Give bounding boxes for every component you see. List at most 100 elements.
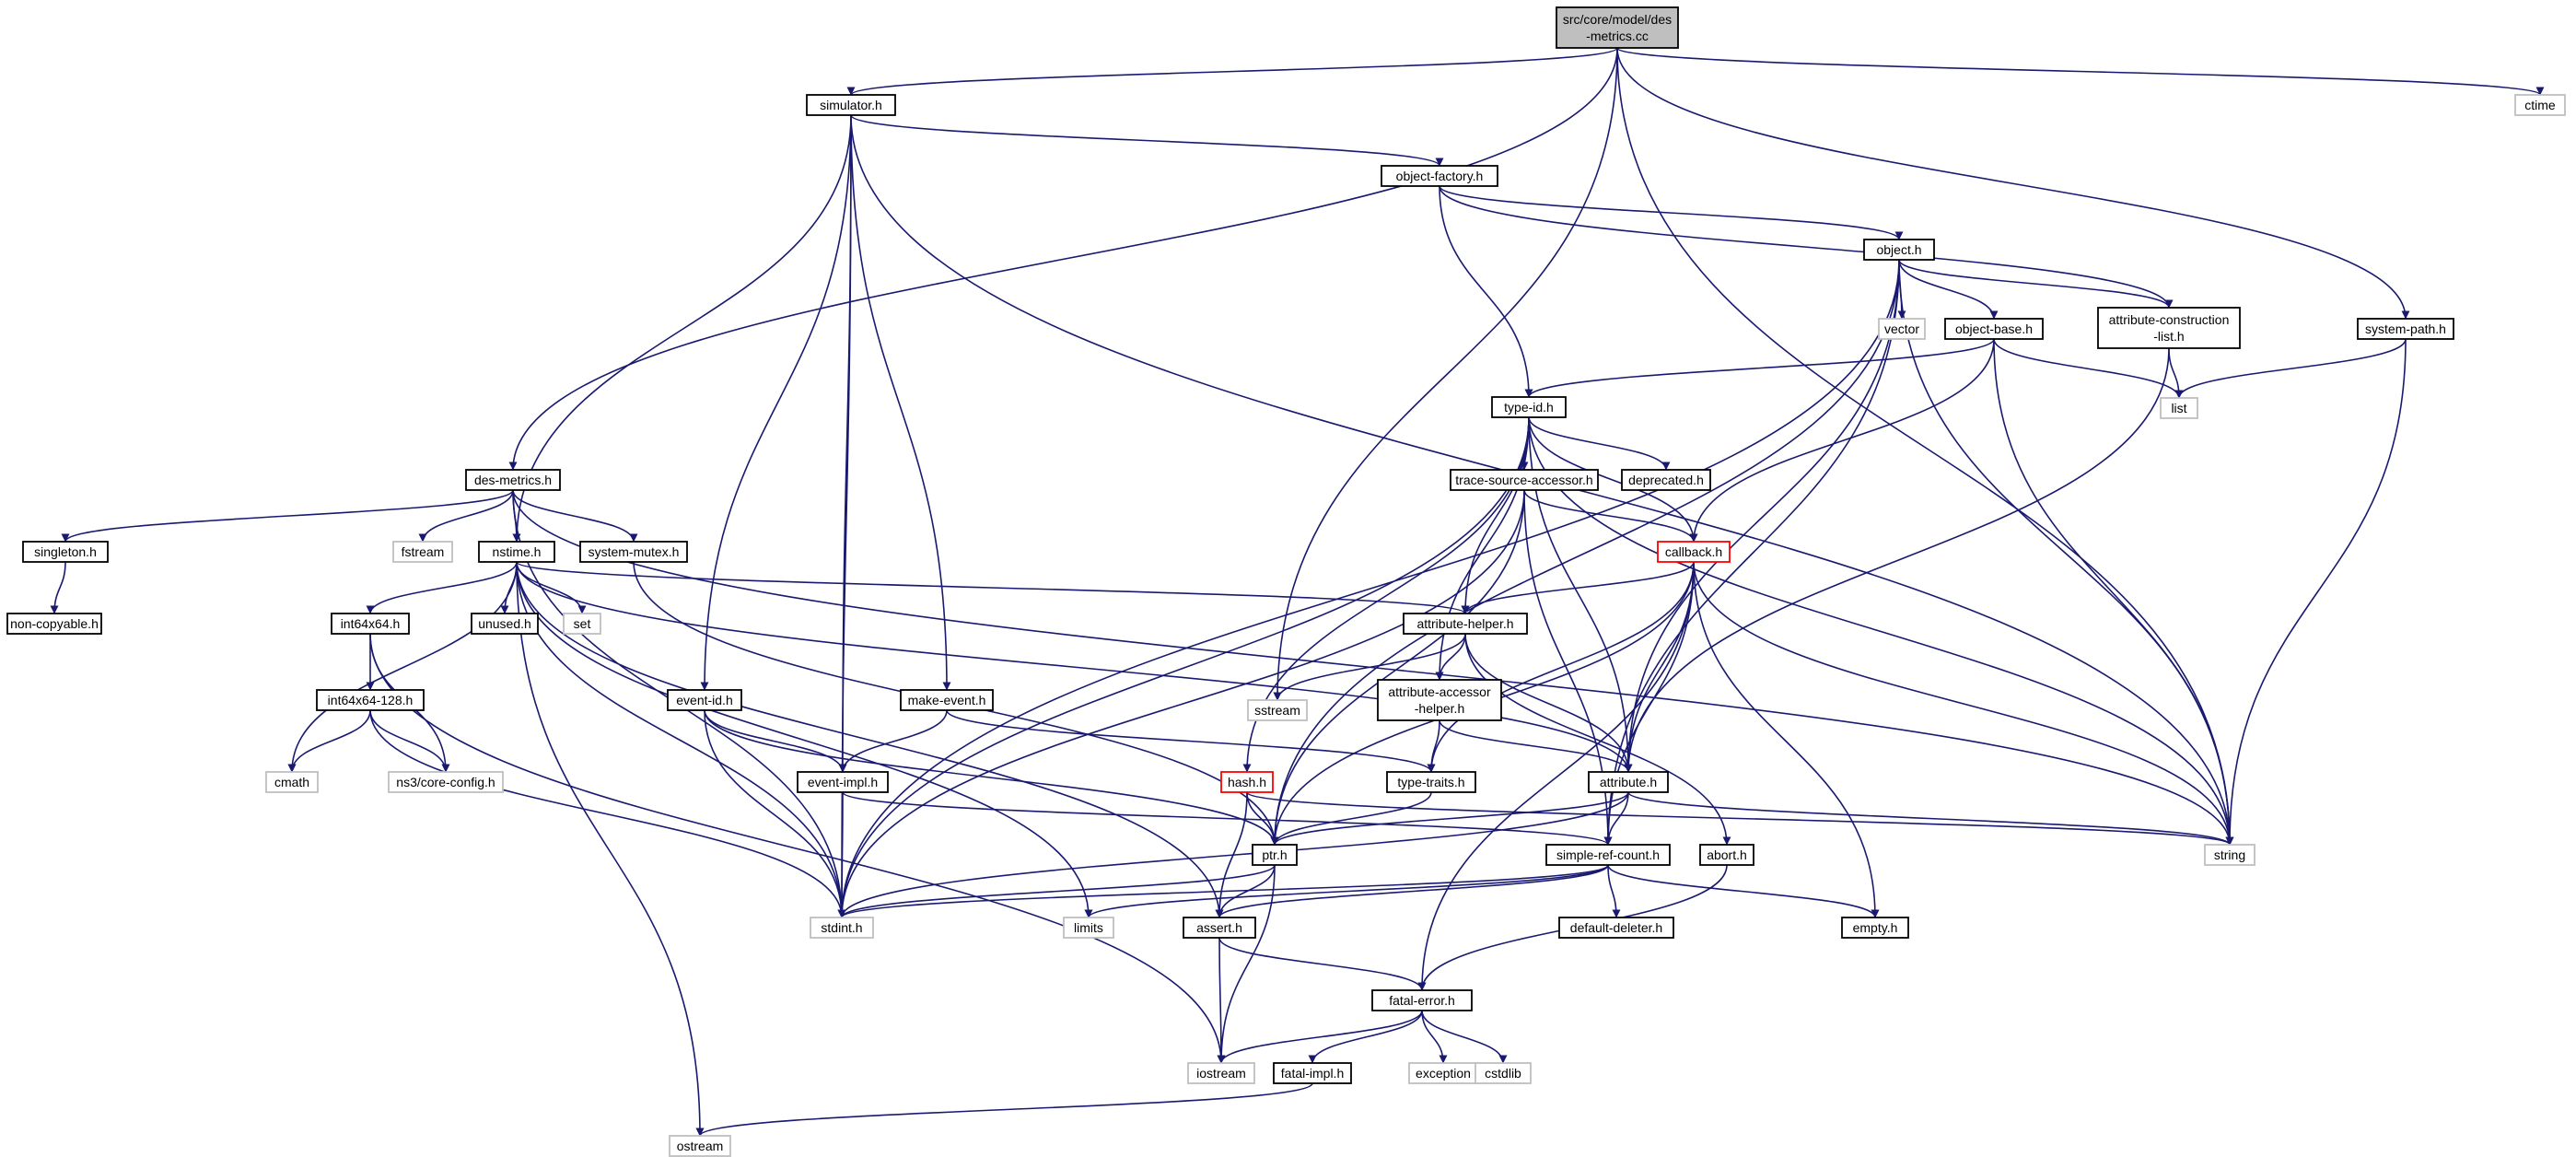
edge-assert-to-fatalerror <box>1218 937 1427 991</box>
node-label-attribute: attribute.h <box>1600 775 1657 789</box>
node-coreconfig[interactable]: ns3/core-config.h <box>388 771 504 793</box>
node-int64128[interactable]: int64x64-128.h <box>316 689 425 711</box>
node-fstream[interactable]: fstream <box>392 541 453 563</box>
edge-tracesrc-to-stdint <box>837 489 1525 918</box>
node-objfactory[interactable]: object-factory.h <box>1381 165 1498 187</box>
node-noncopy[interactable]: non-copyable.h <box>6 613 102 635</box>
edge-int64128-to-stdint <box>369 709 846 918</box>
node-callback[interactable]: callback.h <box>1657 541 1731 563</box>
edge-typeid-to-stdint <box>837 416 1530 918</box>
node-label-string: string <box>2214 847 2245 862</box>
node-eventimpl[interactable]: event-impl.h <box>797 771 889 793</box>
edge-simpleref-to-limits <box>1084 864 1609 918</box>
node-stdint[interactable]: stdint.h <box>810 917 874 939</box>
node-attrhelper[interactable]: attribute-helper.h <box>1403 613 1528 635</box>
node-box-int64128 <box>316 689 425 711</box>
edge-objfactory-to-object <box>1439 185 1904 240</box>
node-unused[interactable]: unused.h <box>471 613 539 635</box>
node-sysmutex[interactable]: system-mutex.h <box>579 541 688 563</box>
node-assert[interactable]: assert.h <box>1183 917 1256 939</box>
node-box-eventid <box>667 689 742 711</box>
edge-callback-to-fatalerror <box>1417 561 1695 991</box>
node-fatalimpl[interactable]: fatal-impl.h <box>1273 1062 1352 1084</box>
dependency-edges <box>50 47 2545 1137</box>
node-box-typetraits <box>1386 771 1476 793</box>
node-label-tracesrc: trace-source-accessor.h <box>1455 473 1592 487</box>
edge-fatalerror-to-cstdlib <box>1421 1010 1508 1064</box>
node-label-root-line2: -metrics.cc <box>1586 29 1649 43</box>
node-desmetrics[interactable]: des-metrics.h <box>465 469 561 491</box>
node-cmath[interactable]: cmath <box>265 771 319 793</box>
node-hash[interactable]: hash.h <box>1220 771 1274 793</box>
node-box-ptr <box>1252 844 1298 866</box>
node-box-simpleref <box>1545 844 1671 866</box>
node-ctime[interactable]: ctime <box>2514 94 2566 116</box>
node-set[interactable]: set <box>563 613 601 635</box>
node-label-singleton: singleton.h <box>34 544 97 559</box>
node-fatalerror[interactable]: fatal-error.h <box>1371 989 1473 1011</box>
edge-objbase-to-typeid <box>1524 338 1995 398</box>
edge-nstime-to-attribute <box>516 561 1633 773</box>
node-attrconst[interactable]: attribute-construction -list.h <box>2097 307 2241 349</box>
edge-objfactory-to-attrconst <box>1439 185 2174 309</box>
node-ptr[interactable]: ptr.h <box>1252 844 1298 866</box>
node-root[interactable]: src/core/model/des -metrics.cc <box>1556 6 1679 49</box>
node-list[interactable]: list <box>2160 397 2198 419</box>
node-string[interactable]: string <box>2204 844 2255 866</box>
node-ostream[interactable]: ostream <box>669 1135 731 1157</box>
node-simulator[interactable]: simulator.h <box>806 94 896 116</box>
node-label-fatalimpl: fatal-impl.h <box>1281 1066 1344 1081</box>
node-box-int64 <box>331 613 410 635</box>
node-abort[interactable]: abort.h <box>1699 844 1754 866</box>
node-box-makeevent <box>900 689 994 711</box>
node-typetraits[interactable]: type-traits.h <box>1386 771 1476 793</box>
edge-object-to-attribute <box>1624 259 1900 773</box>
node-simpleref[interactable]: simple-ref-count.h <box>1545 844 1671 866</box>
node-label-attrconst-line2: -list.h <box>2153 329 2184 344</box>
node-box-object <box>1863 239 1935 261</box>
node-objbase[interactable]: object-base.h <box>1944 318 2044 340</box>
node-empty[interactable]: empty.h <box>1841 917 1909 939</box>
edge-fatalerror-to-fatalimpl <box>1308 1010 1423 1064</box>
edge-singleton-to-noncopy <box>50 561 66 614</box>
node-label-simulator: simulator.h <box>820 98 882 112</box>
node-deprecated[interactable]: deprecated.h <box>1621 469 1711 491</box>
node-nstime[interactable]: nstime.h <box>478 541 555 563</box>
edge-object-to-attrconst <box>1898 259 2174 309</box>
node-box-empty <box>1841 917 1909 939</box>
node-box-tracesrc <box>1450 469 1599 491</box>
node-box-abort <box>1699 844 1754 866</box>
node-attracc[interactable]: attribute-accessor-helper.h <box>1377 679 1502 721</box>
node-box-root <box>1556 6 1679 49</box>
node-defdeleter[interactable]: default-deleter.h <box>1558 917 1674 939</box>
node-int64[interactable]: int64x64.h <box>331 613 410 635</box>
node-box-unused <box>471 613 539 635</box>
node-eventid[interactable]: event-id.h <box>667 689 742 711</box>
node-label-fstream: fstream <box>402 544 445 559</box>
node-attribute[interactable]: attribute.h <box>1588 771 1669 793</box>
node-exception[interactable]: exception <box>1408 1062 1478 1084</box>
node-cstdlib[interactable]: cstdlib <box>1474 1062 1532 1084</box>
node-makeevent[interactable]: make-event.h <box>900 689 994 711</box>
node-box-ostream <box>669 1135 731 1157</box>
node-tracesrc[interactable]: trace-source-accessor.h <box>1450 469 1599 491</box>
edge-makeevent-to-typetraits <box>946 709 1436 773</box>
node-box-cstdlib <box>1474 1062 1532 1084</box>
node-vector[interactable]: vector <box>1878 318 1926 340</box>
node-label-root-line1: src/core/model/des <box>1563 12 1672 27</box>
node-syspath[interactable]: system-path.h <box>2357 318 2454 340</box>
edge-desmetrics-to-fstream <box>418 489 514 543</box>
edge-tracesrc-to-ptr <box>1270 489 1525 846</box>
node-sstream[interactable]: sstream <box>1247 699 1308 721</box>
node-limits[interactable]: limits <box>1063 917 1114 939</box>
node-box-ctime <box>2514 94 2566 116</box>
node-typeid[interactable]: type-id.h <box>1491 396 1567 418</box>
node-box-limits <box>1063 917 1114 939</box>
node-label-attrconst-line1: attribute-construction <box>2109 312 2230 327</box>
node-object[interactable]: object.h <box>1863 239 1935 261</box>
node-label-cstdlib: cstdlib <box>1485 1066 1521 1081</box>
edge-simulator-to-objfactory <box>850 114 1444 167</box>
node-singleton[interactable]: singleton.h <box>22 541 109 563</box>
edge-nstime-to-limits <box>516 561 1093 918</box>
node-iostream[interactable]: iostream <box>1187 1062 1255 1084</box>
